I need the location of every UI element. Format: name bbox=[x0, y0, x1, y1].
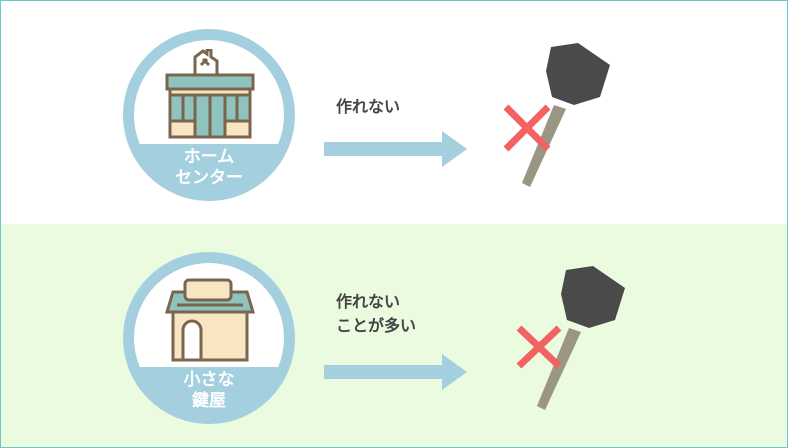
key-icon bbox=[516, 266, 625, 410]
key-icon bbox=[503, 43, 610, 187]
cross-mark-icon bbox=[516, 325, 562, 369]
home-center-badge: ホーム センター bbox=[123, 29, 295, 201]
shop-label-line: ホーム bbox=[183, 147, 235, 167]
shop-label-line: 鍵屋 bbox=[192, 391, 226, 411]
small-locksmith-badge: 小さな 鍵屋 bbox=[123, 252, 295, 424]
arrow-right-icon bbox=[324, 131, 467, 167]
result-line: 作れない bbox=[336, 292, 401, 311]
result-line: ことが多い bbox=[336, 316, 417, 335]
small-locksmith-row: 小さな 鍵屋 作れない ことが多い bbox=[1, 224, 787, 447]
result-text: 作れない ことが多い bbox=[336, 290, 416, 338]
small-shop-icon bbox=[165, 278, 255, 362]
cross-mark-icon bbox=[503, 104, 551, 152]
home-center-row: ホーム センター 作れない bbox=[1, 1, 787, 224]
result-text: 作れない bbox=[336, 95, 400, 119]
shop-label-line: 小さな bbox=[183, 370, 235, 390]
home-center-building-icon bbox=[165, 49, 255, 139]
result-line: 作れない bbox=[336, 97, 401, 116]
shop-label-line: センター bbox=[175, 168, 243, 188]
arrow-right-icon bbox=[324, 354, 467, 390]
